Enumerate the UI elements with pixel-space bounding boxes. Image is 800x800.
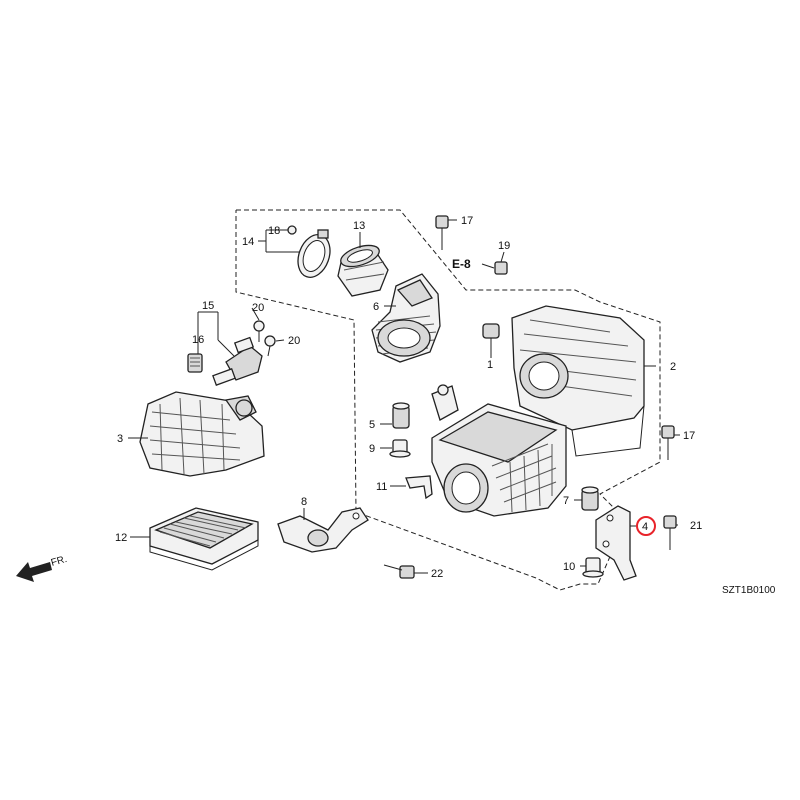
callout-17-right: 17 [683, 430, 695, 442]
collar-10[interactable] [582, 557, 604, 578]
clip-11[interactable] [405, 475, 433, 500]
callout-20-upper: 20 [252, 302, 264, 314]
clamp-screw-18[interactable] [287, 225, 297, 235]
direction-label: FR. [50, 554, 69, 569]
air-filter-element[interactable] [149, 507, 259, 571]
front-direction-arrow: FR. [16, 554, 68, 582]
callout-12: 12 [115, 532, 127, 544]
callout-17-top: 17 [461, 215, 473, 227]
callout-19: 19 [498, 240, 510, 252]
air-cleaner-housing-upper[interactable] [511, 305, 645, 457]
mount-rubber-7[interactable] [581, 486, 599, 511]
callout-2: 2 [670, 361, 676, 373]
bolt-21[interactable] [663, 515, 677, 550]
callout-21: 21 [690, 520, 702, 532]
callout-labels: 1 2 3 4 5 6 7 8 9 10 11 12 13 14 15 16 1… [115, 215, 702, 580]
air-duct[interactable] [371, 273, 441, 363]
callout-5: 5 [369, 419, 375, 431]
bolt-20-upper[interactable] [253, 320, 265, 342]
intake-air-sensor[interactable] [212, 336, 263, 386]
diagram-code: SZT1B0100 [722, 585, 776, 596]
callout-15: 15 [202, 300, 214, 312]
bolt-20-lower[interactable] [264, 335, 276, 357]
bolt-22[interactable] [383, 564, 415, 579]
bolt-17-top[interactable] [435, 215, 449, 250]
intake-tube[interactable] [337, 241, 389, 297]
callout-13: 13 [353, 220, 365, 232]
arrow-icon [16, 562, 52, 582]
hose-clamp[interactable] [292, 229, 335, 282]
callout-8: 8 [301, 496, 307, 508]
bracket-8[interactable] [277, 507, 369, 553]
callout-22: 22 [431, 568, 443, 580]
sensor-grommet[interactable] [187, 353, 203, 373]
callout-6: 6 [373, 301, 379, 313]
collar-9[interactable] [389, 439, 411, 458]
air-cleaner-cover[interactable] [139, 391, 265, 477]
callout-14: 14 [242, 236, 254, 248]
callout-9: 9 [369, 443, 375, 455]
callout-1: 1 [487, 359, 493, 371]
callout-3: 3 [117, 433, 123, 445]
callout-18: 18 [268, 225, 280, 237]
reference-label: E-8 [452, 257, 471, 271]
callout-20-lower: 20 [288, 335, 300, 347]
nut-19[interactable] [494, 261, 508, 275]
callout-7: 7 [563, 495, 569, 507]
bolt-17-right[interactable] [661, 425, 675, 460]
callout-16: 16 [192, 334, 204, 346]
callout-11: 11 [376, 481, 387, 493]
air-cleaner-case-lower[interactable] [431, 384, 567, 517]
grommet-1[interactable] [482, 323, 500, 354]
callout-10: 10 [563, 561, 575, 573]
callout-4: 4 [642, 521, 648, 533]
bracket-4[interactable] [595, 505, 637, 581]
callout-4-highlight[interactable] [636, 516, 656, 536]
mount-rubber-5[interactable] [392, 402, 410, 429]
